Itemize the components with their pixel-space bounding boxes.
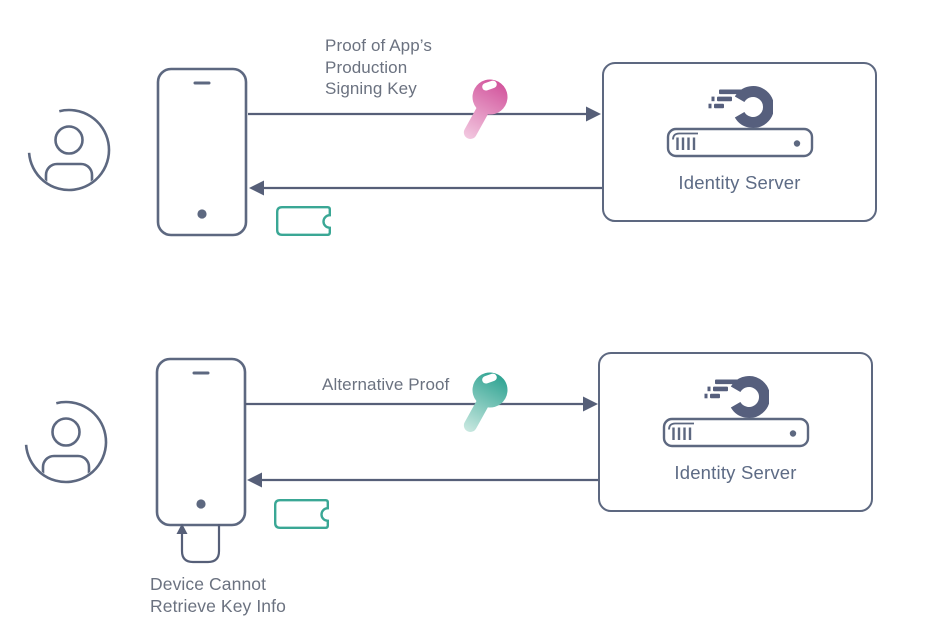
- loop-note-label: Device Cannot Retrieve Key Info: [150, 574, 286, 616]
- user-icon: [24, 400, 108, 484]
- arrow-head-up: [176, 523, 188, 534]
- key-slot: [482, 373, 497, 384]
- server-label: Identity Server: [678, 172, 801, 193]
- request-arrow: [245, 396, 598, 412]
- arrow-head-right: [586, 106, 601, 122]
- token-ticket-icon: [274, 499, 329, 529]
- response-arrow: [247, 472, 602, 488]
- server-led: [789, 430, 797, 437]
- signing-key-icon: [463, 79, 508, 139]
- request-arrow: [248, 106, 601, 122]
- identity-server-logo-icon: [708, 86, 773, 128]
- server-led: [793, 140, 801, 147]
- phone-icon: [155, 357, 247, 527]
- request-label: Proof of App’s Production Signing Key: [325, 36, 432, 98]
- server-icon: [666, 127, 814, 158]
- server-label: Identity Server: [674, 462, 797, 483]
- token-ticket-icon: [276, 206, 331, 236]
- response-arrow: [249, 180, 604, 196]
- arrow-head-left: [247, 472, 262, 488]
- identity-server-logo-icon: [704, 376, 769, 418]
- arrow-head-left: [249, 180, 264, 196]
- phone-home-button: [196, 499, 206, 509]
- phone-icon: [156, 67, 248, 237]
- request-label: Alternative Proof: [322, 375, 450, 394]
- phone-home-button: [197, 209, 207, 219]
- key-slot: [482, 80, 497, 91]
- arrow-head-right: [583, 396, 598, 412]
- alternative-key-icon: [463, 372, 508, 432]
- user-icon: [27, 108, 111, 192]
- server-icon: [662, 417, 810, 448]
- loop-arrow: [176, 523, 221, 564]
